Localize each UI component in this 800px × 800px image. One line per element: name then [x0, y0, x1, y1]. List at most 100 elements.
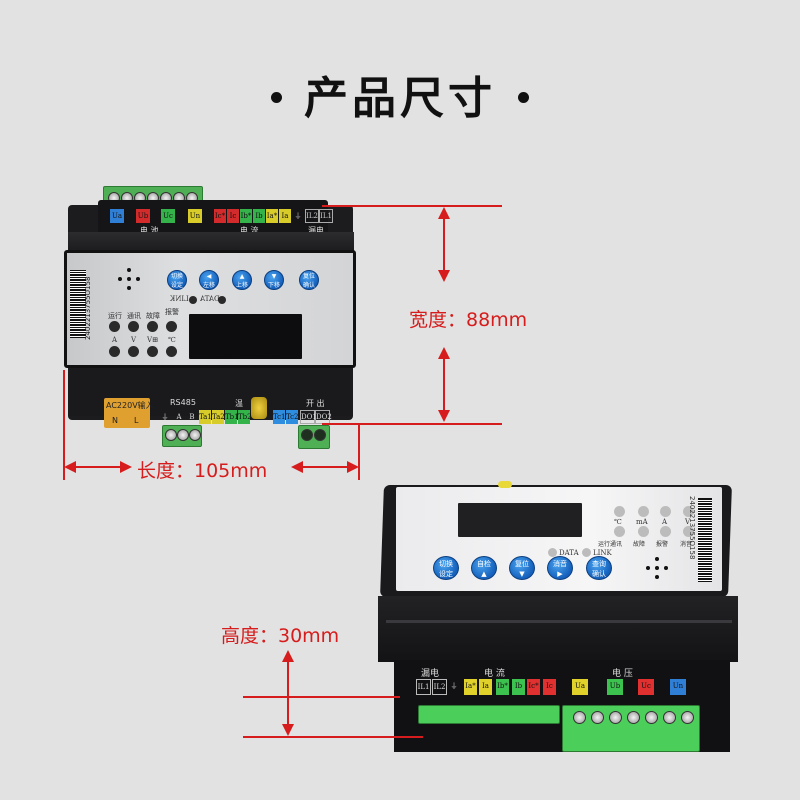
length-label: 长度：105mm	[137, 460, 268, 482]
dimension-line-top	[322, 205, 502, 207]
screw-icon	[314, 429, 326, 441]
terminal-il1: IL1	[416, 679, 431, 695]
terminal-un: Un	[670, 679, 686, 695]
terminal-ub: Ub	[607, 679, 623, 695]
terminal-ic: Ic	[227, 209, 239, 223]
terminal-tb1: Tb1	[225, 410, 239, 424]
power-pin-l: L	[134, 416, 139, 425]
output-label: 开 出	[306, 399, 325, 408]
terminal-uc: Uc	[161, 209, 175, 223]
power-pin-n: N	[112, 416, 118, 425]
rs485-label: RS485	[170, 398, 196, 407]
up-button[interactable]: ▲上移	[232, 270, 252, 290]
rs485-b: B	[189, 413, 195, 421]
barcode-number: 2402213755O158	[688, 496, 696, 560]
screw-icon	[177, 429, 189, 441]
page-title: 产品尺寸	[0, 62, 800, 126]
link-led-label: LINK	[593, 549, 612, 557]
dimension-arrow-shaft	[66, 466, 126, 468]
terminal-ua: Ua	[110, 209, 124, 223]
terminal-do2: DO2	[315, 410, 332, 424]
temp-label: 温	[235, 399, 243, 408]
button-label: 切换	[439, 560, 453, 568]
arrow-up-icon	[438, 207, 450, 219]
button-label: 复位	[302, 273, 315, 280]
dimension-line-left	[63, 370, 65, 480]
unit-led	[128, 346, 139, 357]
group-label-voltage: 电 池	[140, 226, 159, 235]
dimension-line-bottom	[322, 423, 502, 425]
power-input-label: AC220V输入	[106, 401, 154, 410]
button-label: 消音	[553, 560, 567, 568]
reset-down-button[interactable]: 复位▼	[509, 556, 535, 580]
left-button[interactable]: ◀左移	[199, 270, 219, 290]
dimension-line-right	[358, 425, 360, 480]
status-led	[683, 526, 694, 537]
unit-led	[147, 346, 158, 357]
link-led	[189, 296, 197, 304]
data-led-label: DATA	[200, 295, 220, 303]
switch-set-button[interactable]: 切换设定	[433, 556, 459, 580]
button-label: 上移	[235, 282, 248, 289]
unit-label: V⊞	[147, 336, 158, 344]
self-test-up-button[interactable]: 自检 ▲	[471, 556, 497, 580]
terminal-ua: Ua	[572, 679, 588, 695]
dimension-arrow-shaft	[443, 350, 445, 420]
terminal-ia-star: Ia*	[464, 679, 477, 695]
terminal-do1: DO1	[300, 410, 317, 424]
button-label: 设定	[439, 570, 453, 578]
indicator-label: 报警	[165, 308, 179, 316]
terminal-tb2: Tb2	[238, 410, 252, 424]
group-label-voltage: 电 压	[612, 669, 633, 679]
status-label: 故障	[633, 541, 646, 548]
unit-label: ℃	[168, 336, 176, 344]
terminal-un: Un	[188, 209, 202, 223]
arrow-up-icon: ▲	[481, 570, 487, 578]
button-label: 自检	[477, 560, 491, 568]
switch-set-button[interactable]: 切换设定	[167, 270, 187, 290]
group-label-leakage: 漏电	[308, 226, 324, 235]
terminal-ic-star: Ic*	[214, 209, 226, 223]
screw-icon	[573, 711, 586, 724]
status-label: 消音	[680, 541, 693, 548]
status-label: 报警	[656, 541, 669, 548]
arrow-down-icon	[438, 270, 450, 282]
arrow-left-icon	[64, 461, 76, 473]
data-led-label: DATA	[559, 549, 579, 557]
reset-confirm-button[interactable]: 复位确认	[299, 270, 319, 290]
terminal-ib-star: Ib*	[496, 679, 509, 695]
current-terminal-block	[418, 705, 560, 724]
link-led-label: LINK	[170, 295, 189, 303]
mute-right-button[interactable]: 消音▶	[547, 556, 573, 580]
screw-icon	[681, 711, 694, 724]
terminal-ia: Ia	[279, 209, 291, 223]
terminal-ib-star: Ib*	[240, 209, 252, 223]
group-label-current: 电 流	[484, 669, 505, 679]
arrow-left-icon	[291, 461, 303, 473]
speaker-grille-icon	[646, 557, 668, 579]
terminal-ic-star: Ic*	[527, 679, 540, 695]
terminal-tc1: Tc1	[273, 410, 286, 424]
button-label: 设定	[170, 282, 183, 289]
indicator-label: 故障	[146, 312, 160, 320]
power-input-block	[104, 398, 150, 428]
data-led	[218, 296, 226, 304]
down-button[interactable]: ▼下移	[264, 270, 284, 290]
dimension-arrow-shaft	[443, 210, 445, 280]
unit-led	[109, 346, 120, 357]
indicator-led	[109, 321, 120, 332]
arrow-up-icon	[438, 347, 450, 359]
arrow-right-icon	[120, 461, 132, 473]
unit-led	[166, 346, 177, 357]
screw-icon	[165, 429, 177, 441]
terminal-ib: Ib	[512, 679, 525, 695]
query-confirm-button[interactable]: 查询确认	[586, 556, 612, 580]
button-label: 复位	[515, 560, 529, 568]
terminal-ub: Ub	[136, 209, 150, 223]
terminal-ground: ⏚	[450, 682, 458, 690]
group-label-current: 电 流	[240, 226, 259, 235]
rs485-a: A	[176, 413, 182, 421]
screw-icon	[591, 711, 604, 724]
unit-led	[660, 506, 671, 517]
title-text: 产品尺寸	[304, 73, 496, 124]
